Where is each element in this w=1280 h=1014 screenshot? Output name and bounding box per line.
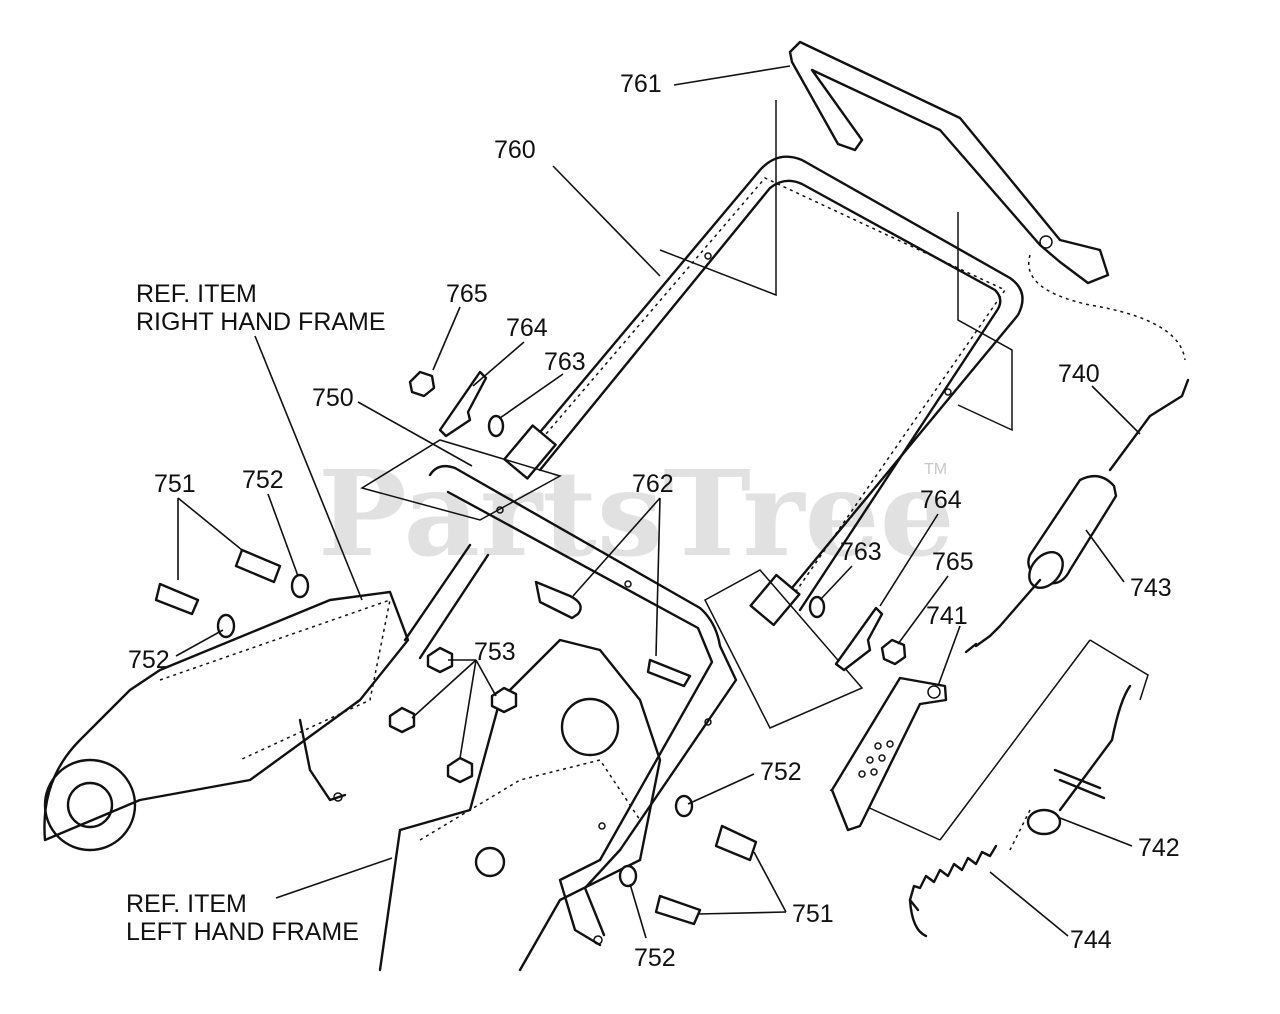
nut-753-a: [426, 646, 454, 674]
watermark-tm: TM: [924, 461, 947, 478]
callout-764-left: 764: [506, 314, 548, 342]
nut-753-b: [388, 706, 416, 734]
callout-744: 744: [1070, 926, 1112, 954]
callout-752-upper-left: 752: [242, 466, 284, 494]
callout-751-left: 751: [154, 470, 196, 498]
callout-760: 760: [494, 136, 536, 164]
callout-763-right: 763: [840, 538, 882, 566]
callout-765-right: 765: [932, 548, 974, 576]
bolt-751-a: [234, 548, 282, 584]
right-hand-frame: [43, 590, 410, 852]
cable-assembly: [964, 254, 1190, 654]
callout-762: 762: [632, 470, 674, 498]
knob-764-left: [438, 370, 488, 438]
callout-765-left: 765: [446, 280, 488, 308]
washer-752-c: [674, 794, 694, 818]
cable-link-742: [1009, 684, 1132, 851]
callout-743: 743: [1130, 574, 1172, 602]
nut-765-right: [880, 638, 907, 666]
callout-752-bottom: 752: [634, 944, 676, 972]
callout-764-right: 764: [920, 486, 962, 514]
callout-752-right: 752: [760, 758, 802, 786]
washer-763-left: [487, 414, 505, 438]
hardware: [154, 370, 907, 926]
callout-751-right: 751: [792, 900, 834, 928]
bracket-741: [830, 676, 948, 832]
washer-752-a: [290, 573, 310, 599]
nut-753-d: [446, 756, 474, 784]
callout-740: 740: [1058, 360, 1100, 388]
watermark: PartsTree: [318, 444, 955, 583]
callout-761: 761: [620, 70, 662, 98]
ref-right-line2: RIGHT HAND FRAME: [136, 308, 386, 336]
reference-labels: REF. ITEM RIGHT HAND FRAME REF. ITEM LEF…: [126, 280, 386, 946]
ref-left-line2: LEFT HAND FRAME: [126, 918, 359, 946]
bolt-762-upper: [534, 580, 582, 620]
bolt-751-c: [714, 824, 758, 862]
washer-752-d: [618, 864, 638, 888]
leader-lines: [175, 65, 1141, 939]
nut-753-c: [490, 686, 518, 714]
callouts: 761 760 765 764 763 750 740 751 752 762 …: [128, 70, 1180, 972]
ref-right-line1: REF. ITEM: [136, 280, 257, 308]
left-hand-frame: [378, 638, 662, 972]
washer-763-right: [808, 595, 826, 619]
knob-764-right: [834, 606, 884, 672]
ref-left-line1: REF. ITEM: [126, 890, 247, 918]
bolt-762-lower: [646, 658, 692, 688]
spring-744: [908, 844, 998, 938]
bolt-751-d: [654, 894, 702, 926]
callout-742: 742: [1138, 834, 1180, 862]
control-lever-761: [788, 40, 1110, 285]
nut-765-left: [408, 370, 436, 398]
callout-753: 753: [474, 638, 516, 666]
lower-handle-750: [403, 464, 738, 947]
bolt-751-b: [154, 582, 200, 616]
upper-handle-760: [503, 155, 1024, 627]
callout-741: 741: [926, 602, 968, 630]
washer-752-b: [216, 613, 236, 639]
callout-750: 750: [312, 384, 354, 412]
callout-752-lower-left: 752: [128, 646, 170, 674]
callout-763-left: 763: [544, 348, 586, 376]
